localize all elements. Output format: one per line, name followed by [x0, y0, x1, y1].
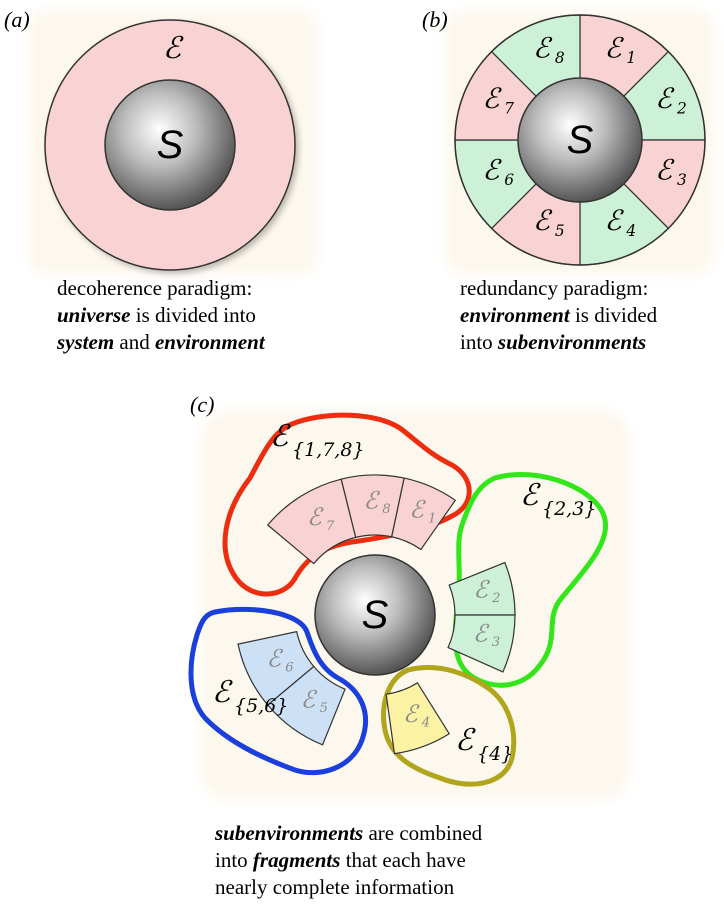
panel-a-caption-run: universe [57, 303, 131, 327]
subenvironment-label-5: ℰ [533, 204, 553, 237]
subenvironment-label-5-subscript: 5 [555, 222, 565, 240]
subenvironment-label-7-subscript: 7 [504, 100, 514, 118]
ring-outer-edge [454, 14, 706, 266]
fragment-label-subscript-1: {2,3} [542, 498, 596, 520]
panel-c-caption-run: that each have [340, 848, 465, 872]
fragment-segment-label-2: ℰ [473, 575, 490, 603]
fragment-outline-56 [188, 606, 369, 776]
panel-c-caption-run: subenvironments [214, 821, 363, 845]
panel-b-label: (b) [422, 7, 448, 32]
subenvironment-label-7: ℰ [482, 82, 502, 115]
panel-b-caption-run: is divided [570, 303, 658, 327]
subenvironment-label-4: ℰ [605, 204, 625, 237]
fragment-label-subscript-3: {4} [477, 743, 513, 765]
panel-c-caption: subenvironments are combined into fragmen… [214, 821, 483, 899]
fragment-segment-label-2-subscript: 2 [491, 591, 500, 606]
panel-a-label: (a) [4, 7, 30, 32]
panel-b-caption-run: subenvironments [497, 330, 646, 354]
panel-b-caption-run: environment [460, 303, 571, 327]
subenvironment-label-2-subscript: 2 [676, 100, 687, 118]
fragment-segment-8 [340, 474, 405, 539]
fragment-label-0: ℰ [270, 419, 291, 454]
fragment-label-1: ℰ [520, 478, 541, 513]
fragment-outline-178 [222, 412, 472, 597]
panel-c-caption-run: nearly complete information [215, 875, 455, 899]
panel-a-caption-run: system [56, 330, 114, 354]
fragment-segment-label-5-subscript: 5 [319, 701, 327, 716]
subenvironment-label-8: ℰ [533, 31, 553, 64]
panel-c-caption-run: into [215, 848, 253, 872]
fragment-segment-label-8-subscript: 8 [382, 502, 390, 517]
fragment-label-2: ℰ [212, 675, 233, 710]
fragment-segment-label-1-subscript: 1 [428, 511, 436, 526]
system-sphere-c [314, 554, 436, 676]
subenvironment-label-6-subscript: 6 [504, 171, 514, 189]
system-label: S [157, 123, 184, 167]
fragment-segment-label-5: ℰ [301, 685, 318, 713]
fragment-segment-label-3: ℰ [473, 619, 490, 647]
fragment-labels: ℰ{1,7,8}ℰ{2,3}ℰ{5,6}ℰ{4} [212, 419, 596, 765]
fragment-segment-1 [390, 477, 457, 551]
subenvironment-label-4-subscript: 4 [625, 222, 636, 240]
panel-a-caption-run: environment [155, 330, 266, 354]
system-label-b: S [567, 118, 594, 162]
panel-a-caption: decoherence paradigm: universe is divided… [56, 276, 266, 354]
fragment-outline-23 [452, 472, 608, 688]
panel-b-caption-run: redundancy paradigm: [460, 276, 648, 300]
fragment-segment-label-8: ℰ [363, 486, 380, 514]
fragment-segment-label-6: ℰ [266, 645, 283, 673]
subenvironment-label-1-subscript: 1 [626, 49, 636, 67]
panel-c-label: (c) [190, 392, 214, 417]
subenvironment-label-3: ℰ [655, 154, 675, 187]
panel-a-caption-run: decoherence paradigm: [57, 276, 252, 300]
fragment-segment-6 [237, 630, 315, 706]
subenvironment-label-2: ℰ [655, 82, 675, 115]
fragment-segment-label-7: ℰ [307, 503, 324, 531]
subenvironment-label-3-subscript: 3 [677, 171, 687, 189]
panel-a-caption-run: and [114, 330, 155, 354]
fragment-segment-3 [447, 614, 516, 673]
system-label-c: S [362, 593, 389, 637]
subenvironment-label-8-subscript: 8 [555, 49, 565, 67]
panel-b-caption: redundancy paradigm: environment is divid… [460, 276, 658, 354]
panel-b-caption-run: into [460, 330, 498, 354]
fragment-segment-label-6-subscript: 6 [285, 660, 293, 675]
environment-label: ℰ [163, 31, 184, 66]
system-sphere-b [517, 77, 643, 203]
subenvironment-label-6: ℰ [482, 154, 502, 187]
fragment-label-subscript-2: {5,6} [234, 695, 288, 717]
fragment-segment-label-3-subscript: 3 [492, 635, 500, 650]
panel-c-caption-run: are combined [363, 821, 482, 845]
panel-c-caption-run: fragments [253, 848, 341, 872]
fragment-label-subscript-0: {1,7,8} [292, 439, 365, 461]
fragment-segment-7 [266, 478, 357, 565]
fragment-outline-4 [381, 665, 517, 787]
subenvironment-label-1: ℰ [605, 31, 625, 64]
fragment-segment-label-4: ℰ [403, 700, 420, 728]
panel-a-caption-run: is divided into [131, 303, 256, 327]
fragment-segment-label-1: ℰ [409, 496, 426, 524]
fragment-segment-4 [385, 682, 451, 755]
system-sphere [104, 79, 236, 211]
fragment-segment-label-4-subscript: 4 [421, 716, 430, 731]
fragment-segment-label-7-subscript: 7 [326, 519, 335, 534]
fragment-label-3: ℰ [455, 723, 476, 758]
panel-a: (a) S ℰ decoherence paradigm: universe is… [4, 7, 318, 354]
